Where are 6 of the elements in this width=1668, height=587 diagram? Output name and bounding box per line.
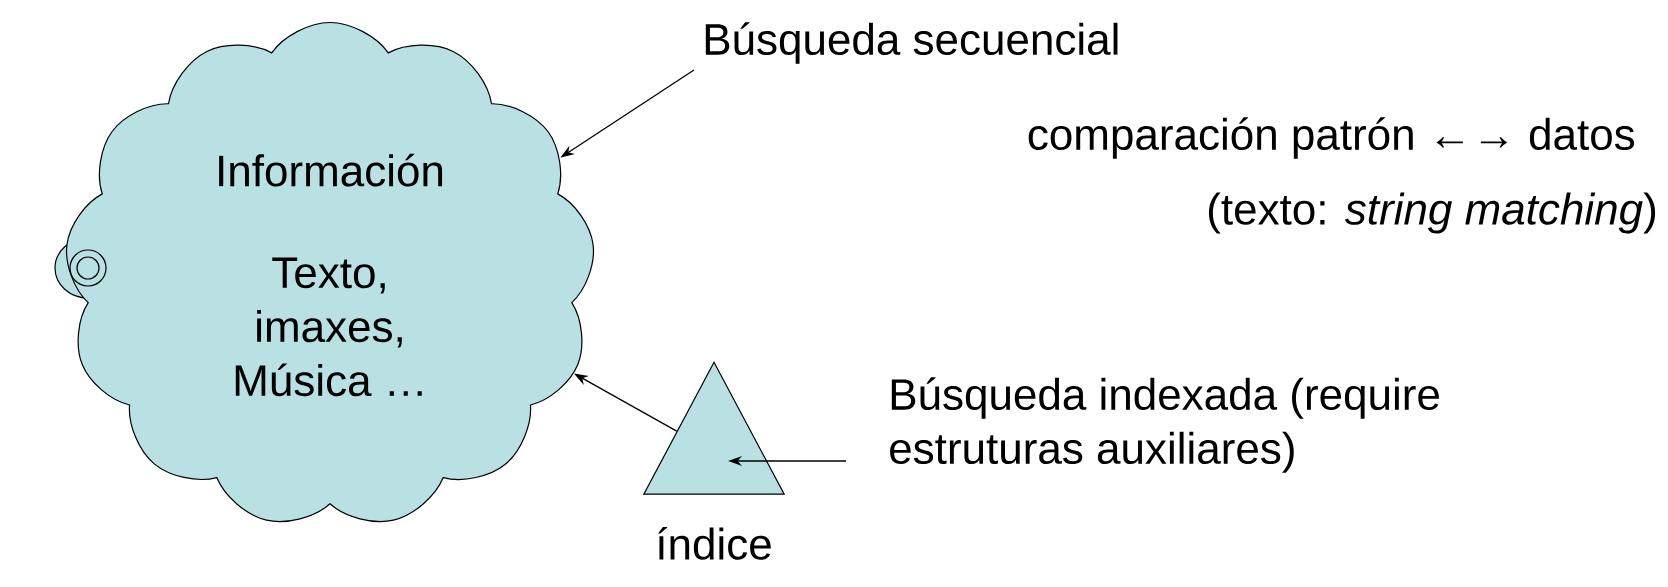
callout-text: Búsqueda indexada (require estruturas auxiliares) [890,377,1439,473]
callout-text: Búsqueda secuencial [705,22,1118,64]
note-text: comparación patrón ←→ datos [1028,117,1635,159]
node-label: índice [658,527,771,560]
cloud: Información Texto, imaxes, Música … [54,21,595,523]
note-text: (texto: string matching) [1208,192,1656,234]
